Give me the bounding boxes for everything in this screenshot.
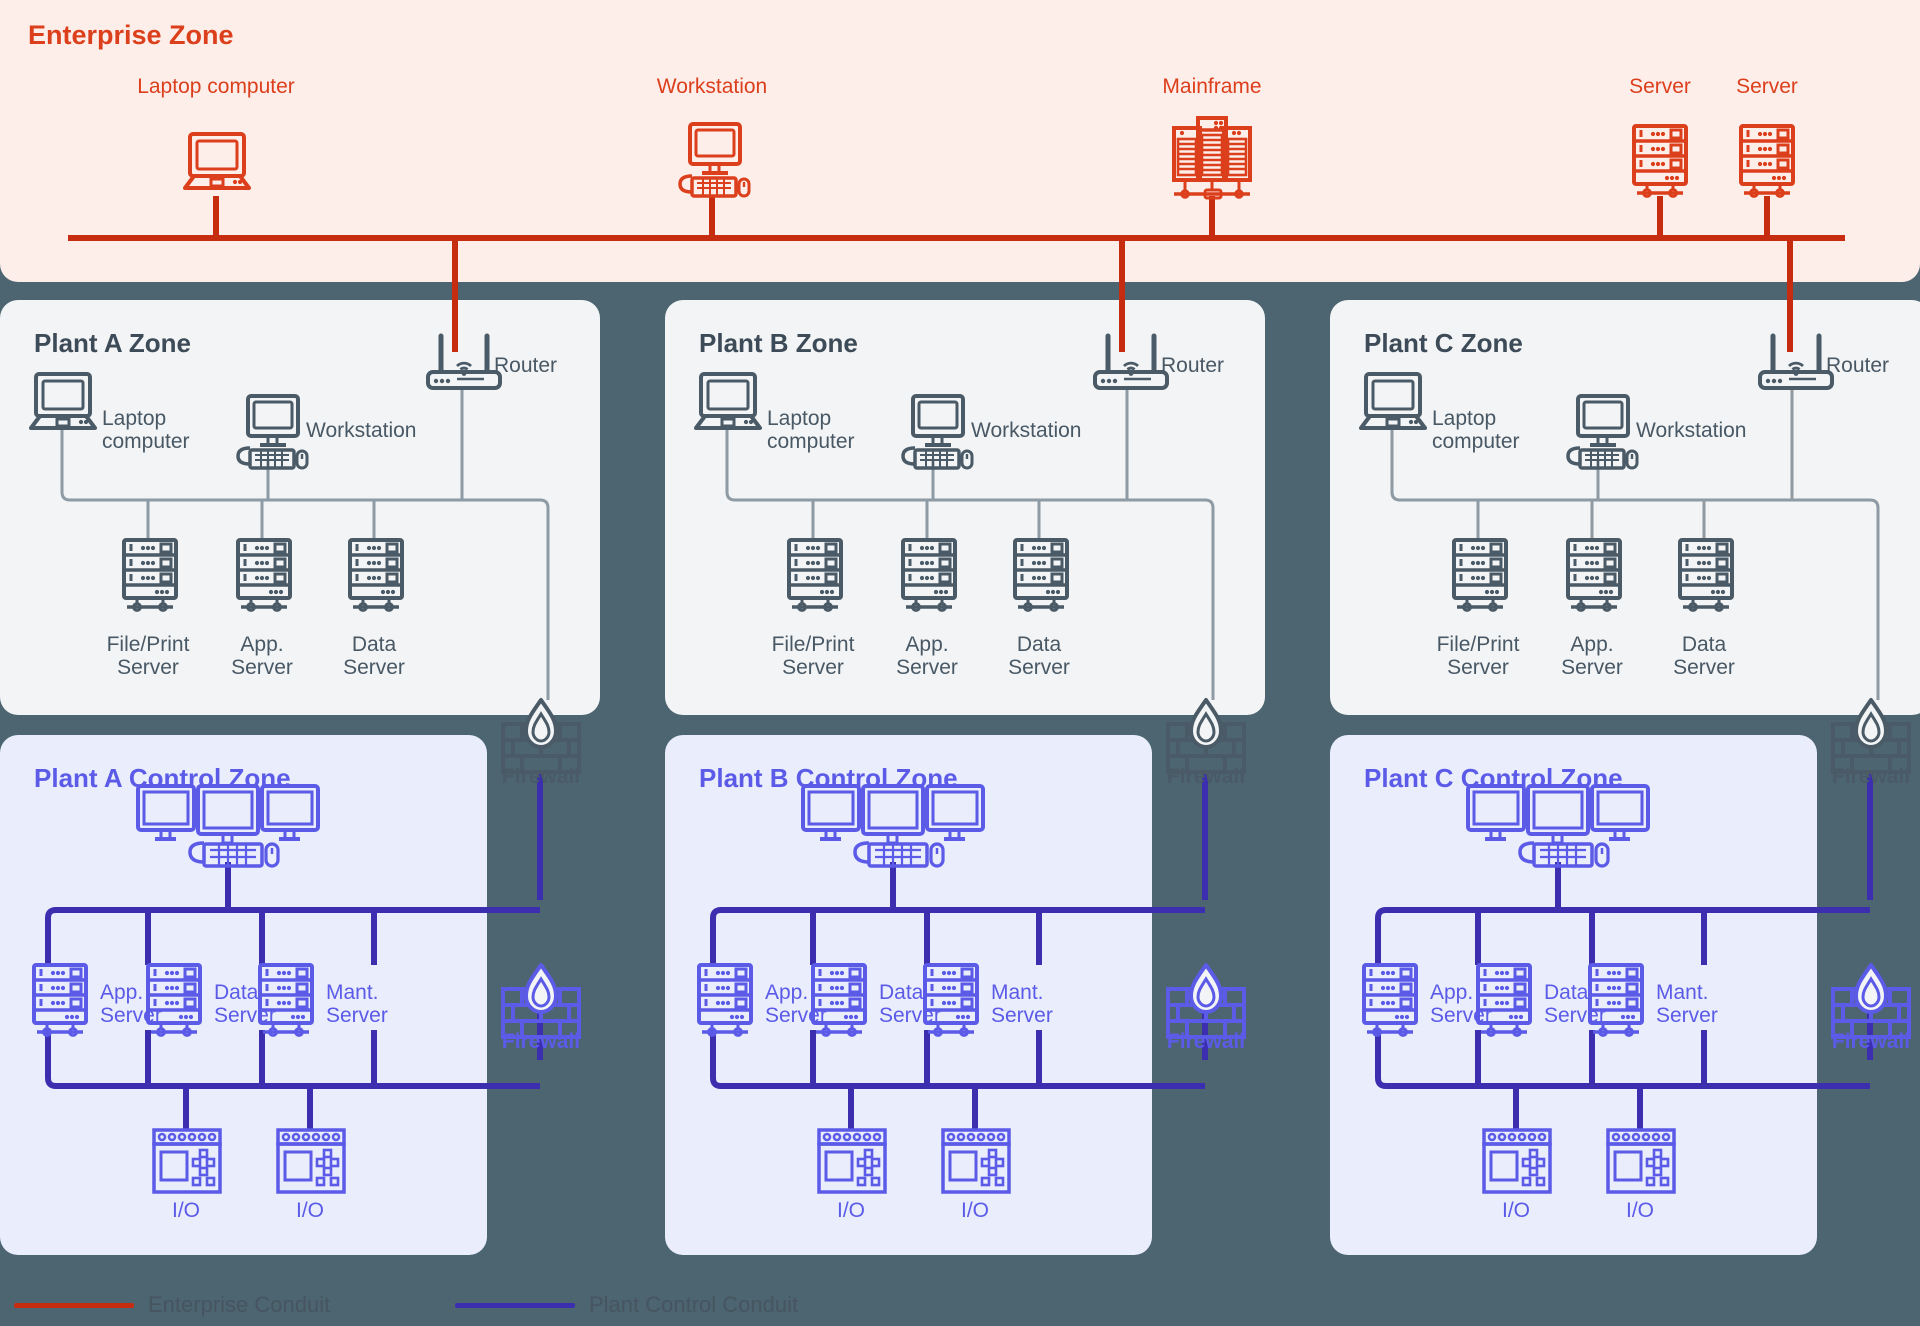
server-label: Data Server xyxy=(1008,633,1070,679)
server-label: App. Server xyxy=(1430,981,1492,1027)
plant-c-zone-title: Plant C Zone xyxy=(1364,328,1523,358)
server-label: Data Server xyxy=(214,981,276,1027)
server-label: App. Server xyxy=(100,981,162,1027)
node-label: Workstation xyxy=(656,75,768,98)
plant-b-control-zone-title: Plant B Control Zone xyxy=(699,763,958,793)
server-label: File/Print Server xyxy=(1436,633,1520,679)
workstation-label: Workstation xyxy=(971,419,1082,442)
io-label: I/O xyxy=(171,1199,201,1222)
server-label: App. Server xyxy=(896,633,958,679)
enterprise-zone-panel: Enterprise Zone xyxy=(0,0,1920,282)
server-label: App. Server xyxy=(1561,633,1623,679)
server-label: File/Print Server xyxy=(771,633,855,679)
legend-item-plant-control-conduit: Plant Control Conduit xyxy=(455,1292,798,1318)
laptop-label: Laptop computer xyxy=(102,407,190,453)
plant-a-zone-title: Plant A Zone xyxy=(34,328,191,358)
laptop-label: Laptop computer xyxy=(767,407,855,453)
io-label: I/O xyxy=(1501,1199,1531,1222)
server-label: Data Server xyxy=(879,981,941,1027)
legend-item-enterprise-conduit: Enterprise Conduit xyxy=(14,1292,330,1318)
firewall-label: Firewall xyxy=(501,1030,581,1053)
node-label: Mainframe xyxy=(1162,75,1262,98)
firewall-icon xyxy=(1166,963,1246,1039)
server-label: Mant. Server xyxy=(1656,981,1718,1027)
server-label: App. Server xyxy=(231,633,293,679)
router-label: Router xyxy=(1826,354,1890,377)
node-label: Laptop computer xyxy=(137,75,295,98)
server-label: App. Server xyxy=(765,981,827,1027)
legend-label: Enterprise Conduit xyxy=(148,1292,331,1317)
server-label: File/Print Server xyxy=(106,633,190,679)
firewall-icon xyxy=(501,963,581,1039)
router-label: Router xyxy=(1161,354,1225,377)
server-label: Data Server xyxy=(1544,981,1606,1027)
server-label: Data Server xyxy=(343,633,405,679)
legend-label: Plant Control Conduit xyxy=(589,1292,799,1317)
firewall-icon xyxy=(1831,963,1911,1039)
io-label: I/O xyxy=(295,1199,325,1222)
laptop-label: Laptop computer xyxy=(1432,407,1520,453)
plant-c-control-zone-title: Plant C Control Zone xyxy=(1364,763,1623,793)
firewall-label: Firewall xyxy=(1166,1030,1246,1053)
server-label: Mant. Server xyxy=(326,981,388,1027)
firewall-label: Firewall xyxy=(1831,1030,1911,1053)
enterprise-zone-title: Enterprise Zone xyxy=(28,20,234,50)
legend-swatch-enterprise xyxy=(14,1302,134,1308)
workstation-label: Workstation xyxy=(1636,419,1747,442)
node-label: Server xyxy=(1736,75,1798,98)
server-label: Data Server xyxy=(1673,633,1735,679)
firewall-label: Firewall xyxy=(1166,765,1246,788)
server-label: Mant. Server xyxy=(991,981,1053,1027)
plant-b-zone-title: Plant B Zone xyxy=(699,328,858,358)
firewall-label: Firewall xyxy=(1831,765,1911,788)
plant-a-control-zone-title: Plant A Control Zone xyxy=(34,763,291,793)
workstation-label: Workstation xyxy=(306,419,417,442)
io-label: I/O xyxy=(960,1199,990,1222)
io-label: I/O xyxy=(1625,1199,1655,1222)
io-label: I/O xyxy=(836,1199,866,1222)
node-label: Server xyxy=(1629,75,1691,98)
legend-swatch-plant-control xyxy=(455,1302,575,1308)
legend: Enterprise Conduit Plant Control Conduit xyxy=(0,1274,1920,1326)
router-label: Router xyxy=(494,354,558,377)
firewall-label: Firewall xyxy=(501,765,581,788)
